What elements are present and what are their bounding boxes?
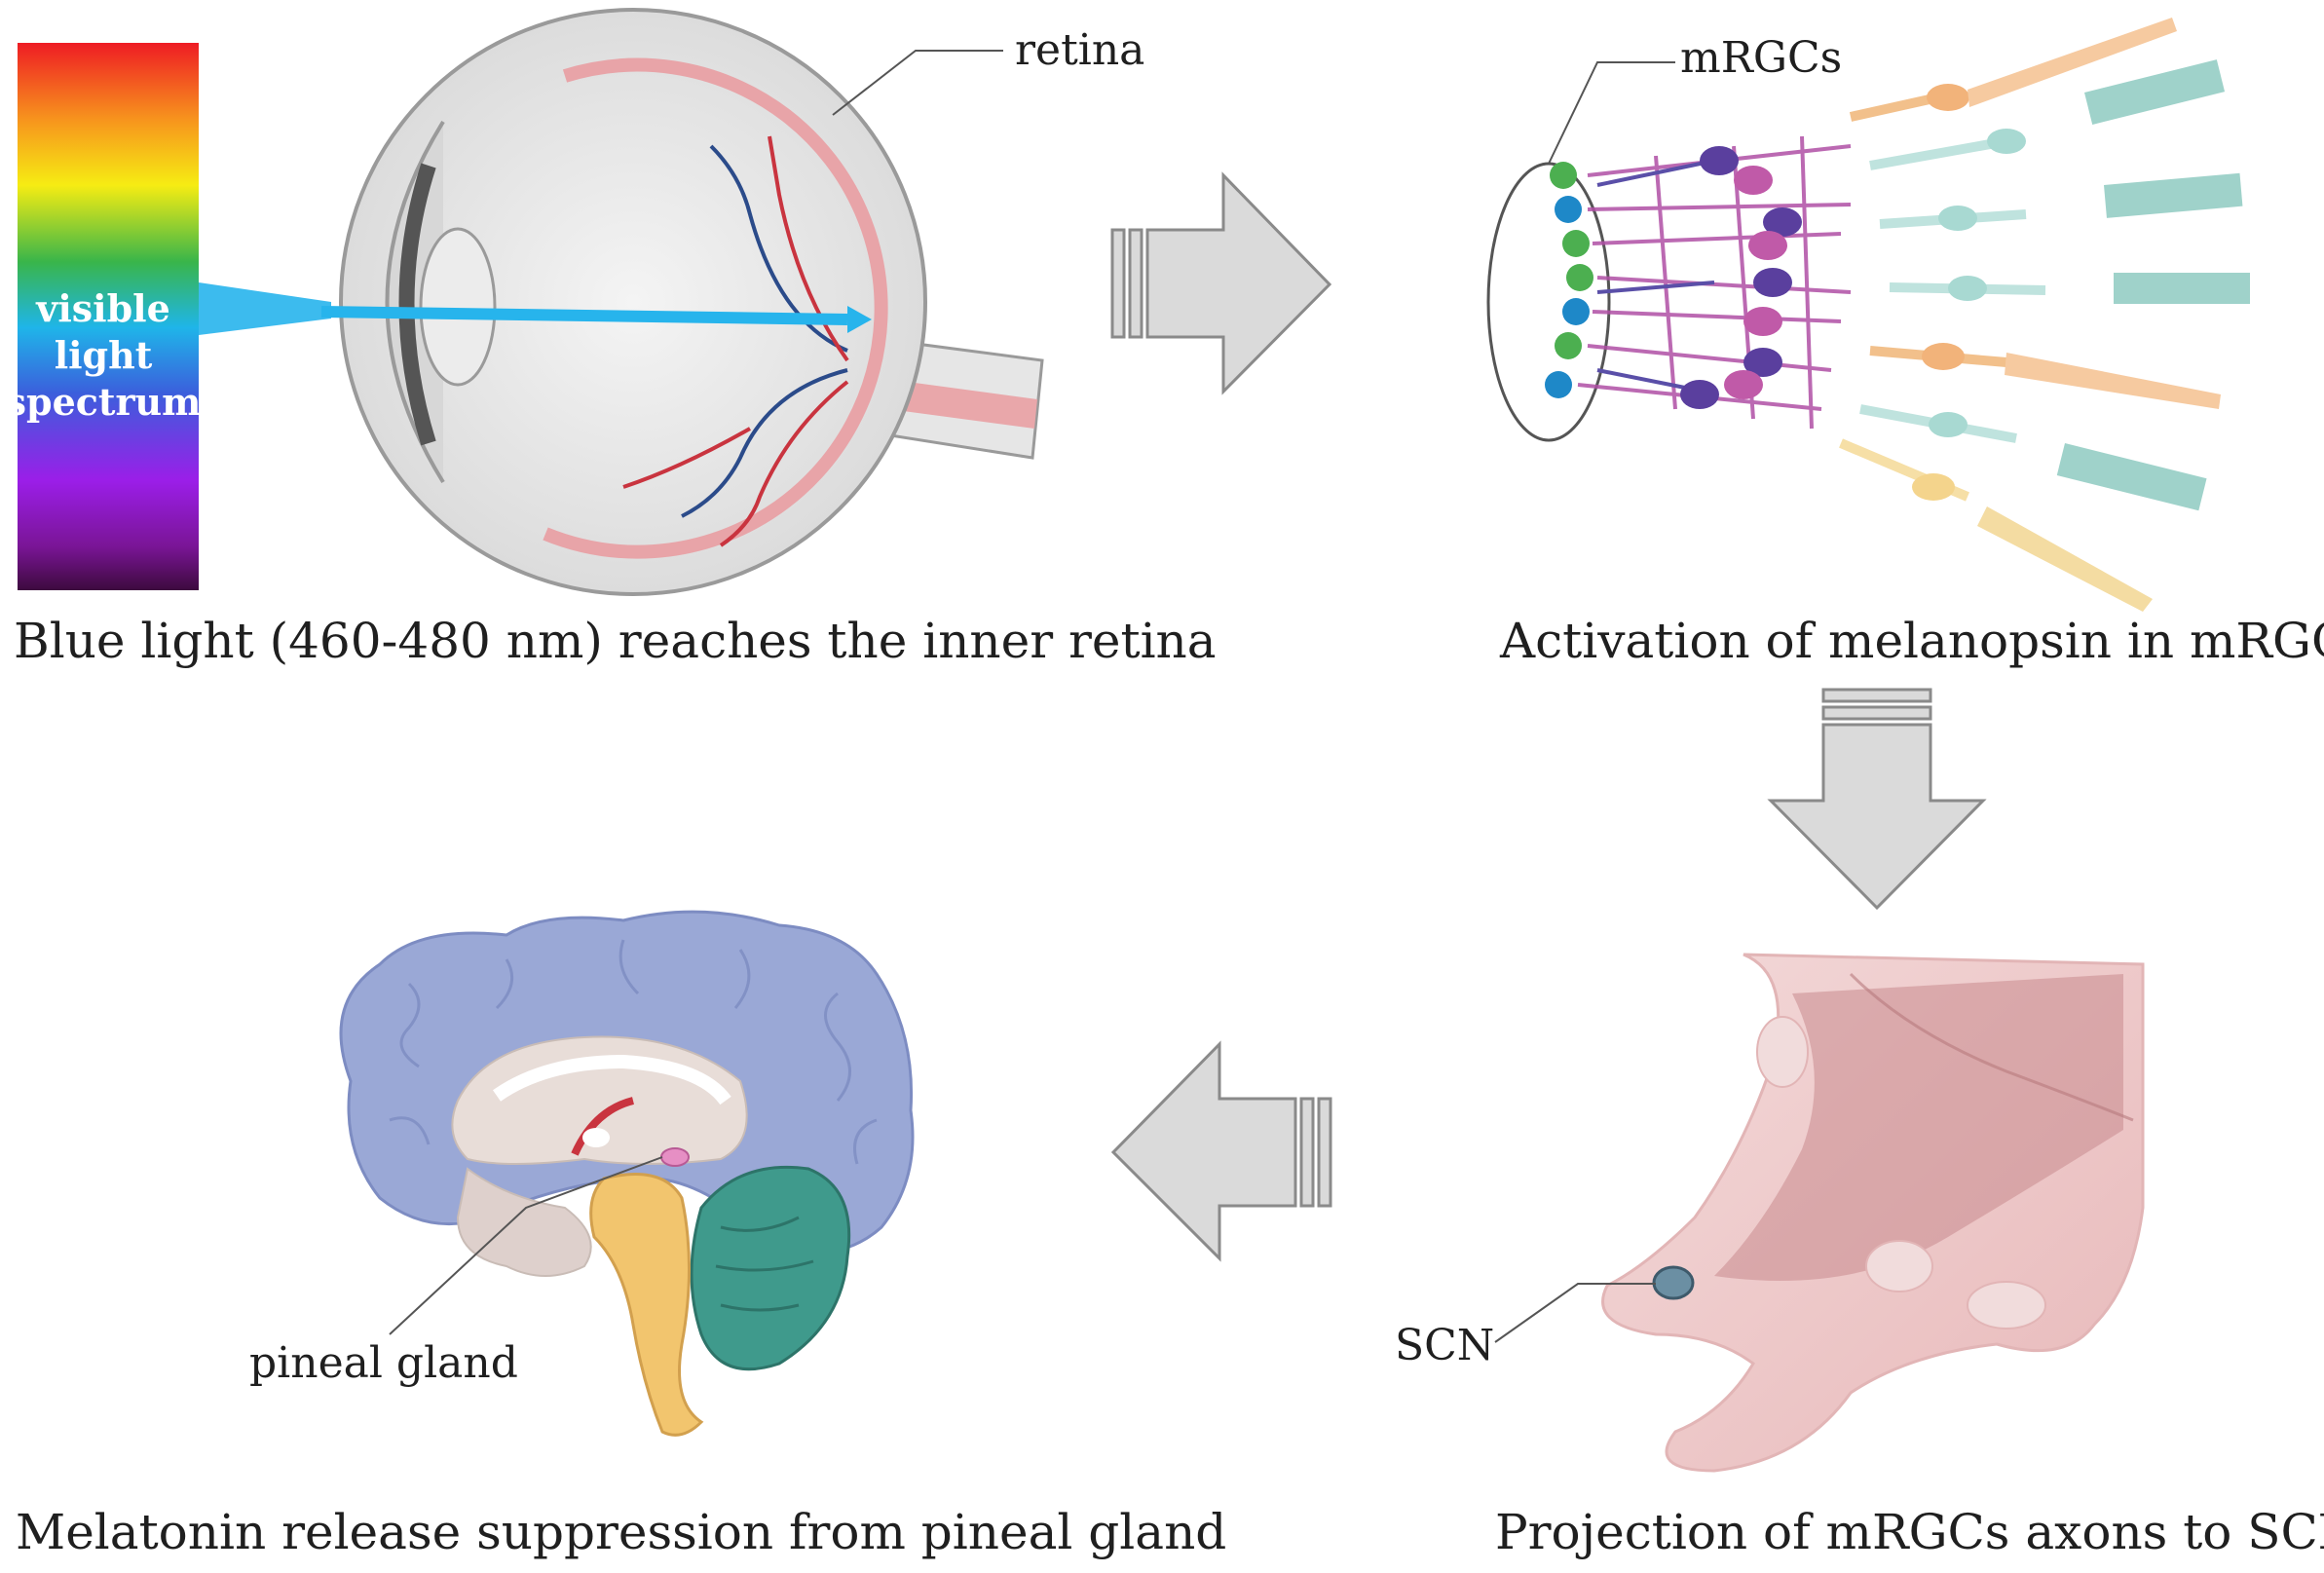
spectrum-label-line1: visible <box>35 286 170 330</box>
spectrum-label-line3: spectrum <box>6 380 202 424</box>
pineal-gland-mark <box>660 1147 690 1167</box>
mrgcs-leader-line <box>1548 61 1675 165</box>
caption-step1: Blue light (460-480 nm) reaches the inne… <box>14 613 1217 669</box>
scn-nucleus <box>1652 1265 1695 1300</box>
retina-cells-illustration <box>1486 18 2250 612</box>
scn-label: SCN <box>1395 1321 1494 1370</box>
caption-step3: Projection of mRGCs axons to SCN <box>1495 1504 2324 1560</box>
spectrum-label-line2: light <box>55 333 153 377</box>
pineal-label: pineal gland <box>249 1338 518 1388</box>
arrow-left-icon <box>1110 1040 1332 1262</box>
caption-step2: Activation of melanopsin in mRGCs <box>1499 613 2324 669</box>
hypothalamus-illustration <box>1601 953 2145 1473</box>
arrow-down-icon <box>1767 688 1987 911</box>
eye-illustration <box>199 8 1044 596</box>
photoreceptors <box>1839 18 2250 612</box>
scn-leader-line <box>1494 1283 1656 1343</box>
caption-step4: Melatonin release suppression from pinea… <box>16 1504 1226 1560</box>
retina-label: retina <box>1015 25 1144 75</box>
retina-leader-line <box>832 50 1003 116</box>
pineal-leader-line <box>389 1156 663 1335</box>
spectrum-bar: visible light spectrum <box>6 43 202 590</box>
mrgcs-label: mRGCs <box>1680 33 1842 83</box>
brain-illustration <box>339 910 915 1437</box>
arrow-right-icon <box>1110 171 1332 395</box>
